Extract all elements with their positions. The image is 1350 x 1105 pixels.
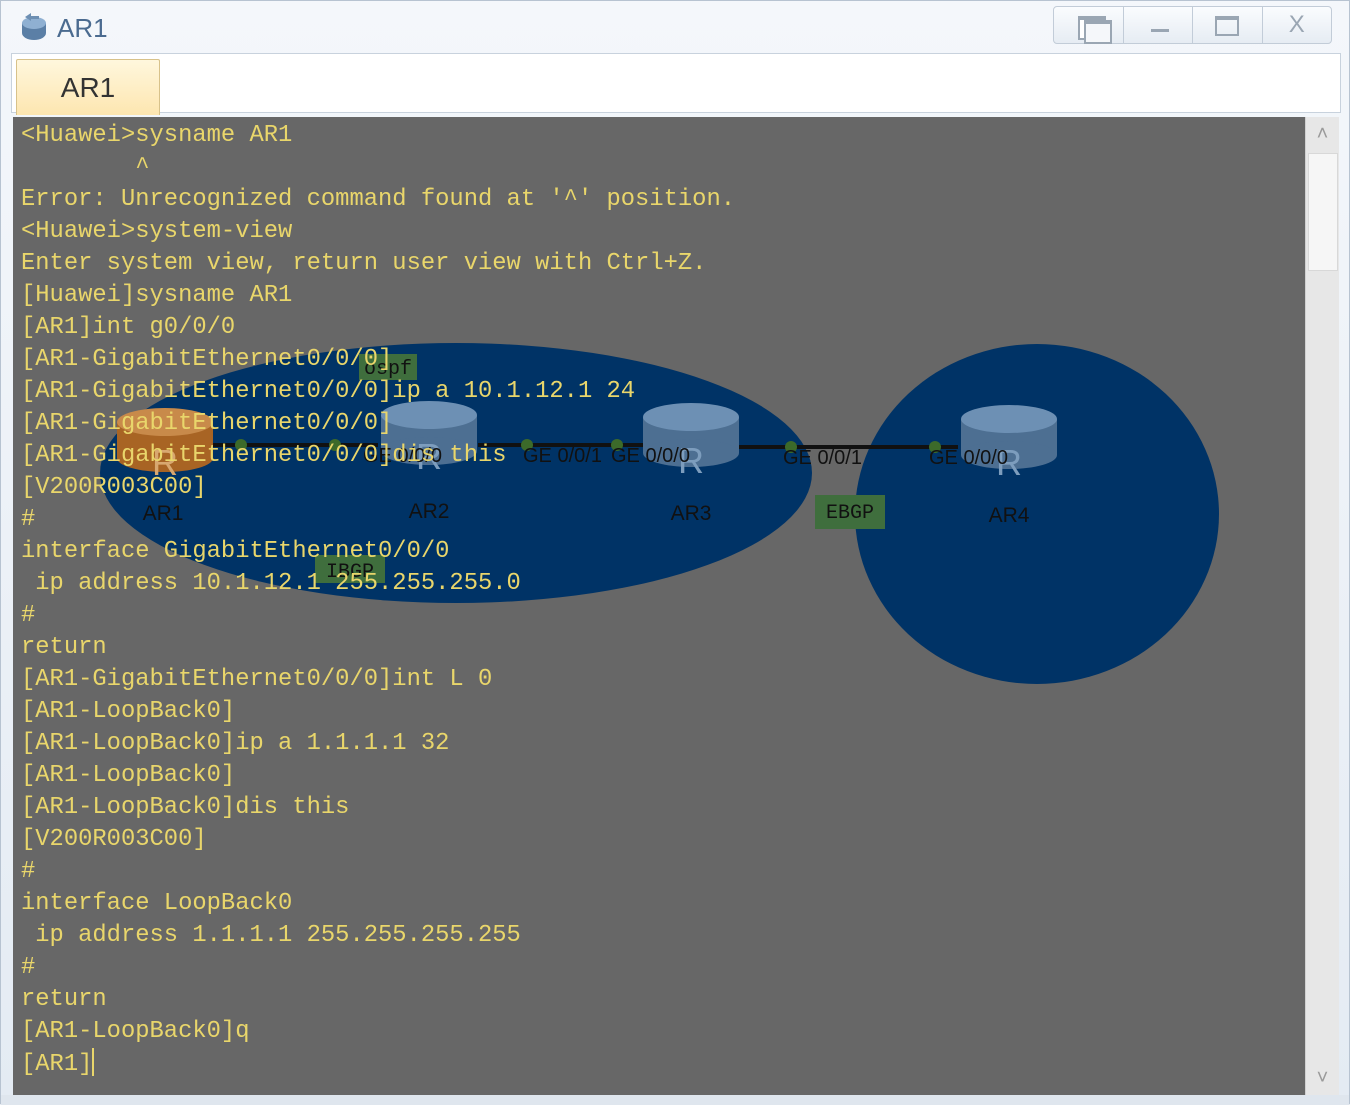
terminal-line: # [21, 954, 36, 981]
tab-label: AR1 [60, 72, 116, 103]
ospf-ibgp-area [100, 343, 812, 603]
scroll-down-icon[interactable]: ˅ [1316, 1067, 1329, 1089]
router-label: AR3 [671, 502, 712, 525]
terminal-line: # [21, 506, 36, 533]
port-dot [521, 439, 533, 451]
terminal-line: [AR1-LoopBack0]q [21, 1018, 250, 1045]
text-cursor [92, 1048, 95, 1076]
port-label: GE 0/0/0 [611, 445, 690, 467]
ebgp-as-area [855, 344, 1219, 684]
terminal-line: [AR1-GigabitEthernet0/0/0] [21, 410, 393, 437]
port-dot [329, 439, 341, 451]
maximize-button[interactable] [1193, 7, 1263, 43]
port-dot [929, 441, 941, 453]
close-button[interactable]: X [1263, 7, 1332, 43]
vertical-scrollbar[interactable]: ˄ ˅ [1305, 117, 1339, 1095]
terminal-line: # [21, 602, 36, 629]
ospf-label-box [359, 354, 417, 380]
close-icon: X [1288, 11, 1305, 38]
port-dot [235, 439, 247, 451]
port-label: GE 0/0/0 [929, 447, 1008, 469]
router-ar3-icon: R [643, 403, 739, 481]
terminal-line: interface LoopBack0 [21, 890, 293, 917]
router-ar4-icon: R [961, 405, 1057, 483]
terminal-line: ip address 10.1.12.1 255.255.255.0 [21, 570, 521, 597]
terminal-line: [AR1-LoopBack0]dis this [21, 794, 350, 821]
restore-button[interactable] [1054, 7, 1124, 44]
terminal-line: <Huawei>system-view [21, 218, 293, 245]
router-ar1-icon: R [117, 408, 213, 483]
tab-bar: AR1 [11, 53, 1341, 115]
svg-text:R: R [996, 442, 1022, 483]
ebgp-label: EBGP [826, 502, 874, 525]
maximize-icon [1215, 16, 1239, 36]
terminal-line: # [21, 858, 36, 885]
port-label: GE 0/0/1 [523, 445, 602, 467]
tab-ar1[interactable]: AR1 [16, 59, 160, 115]
restore-icon-front [1084, 20, 1112, 44]
topology-overlay: R R R R AR1 AR2 AR3 A [100, 343, 1219, 684]
scroll-thumb[interactable] [1308, 153, 1338, 271]
terminal-line: interface GigabitEthernet0/0/0 [21, 538, 450, 565]
port-label: GE 0/0/0 [363, 445, 442, 467]
title-bar[interactable]: AR1 X [1, 1, 1349, 53]
terminal-output: <Huawei>sysname AR1 ^ Error: Unrecognize… [21, 120, 735, 1081]
terminal-line: Error: Unrecognized command found at '^'… [21, 186, 736, 213]
terminal-line: [AR1-LoopBack0] [21, 762, 236, 789]
terminal-line: ^ [21, 154, 150, 181]
terminal-line: [V200R003C00] [21, 826, 207, 853]
port-dot [611, 439, 623, 451]
scroll-up-icon[interactable]: ˄ [1316, 123, 1329, 145]
port-dot [785, 441, 797, 453]
terminal-line: [AR1-LoopBack0] [21, 698, 236, 725]
terminal-line: ip address 1.1.1.1 255.255.255.255 [21, 922, 521, 949]
terminal-line: [Huawei]sysname AR1 [21, 282, 293, 309]
terminal-line: return [21, 634, 107, 661]
ibgp-label-box [315, 555, 385, 583]
router-label: AR4 [989, 504, 1030, 527]
terminal-area[interactable]: R R R R AR1 AR2 AR3 A [13, 117, 1305, 1095]
terminal-line: <Huawei>sysname AR1 [21, 122, 293, 149]
router-app-icon [22, 13, 46, 40]
svg-text:R: R [152, 442, 178, 483]
window-title: AR1 [57, 13, 108, 43]
window-controls: X [1053, 6, 1332, 44]
terminal-line: [AR1-GigabitEthernet0/0/0] [21, 346, 393, 373]
minimize-button[interactable] [1124, 7, 1193, 43]
router-ar2-icon: R [381, 401, 477, 477]
window-bottom-edge [1, 1095, 1349, 1105]
terminal-line: [AR1-GigabitEthernet0/0/0]ip a 10.1.12.1… [21, 378, 636, 405]
terminal-line: [AR1-LoopBack0]ip a 1.1.1.1 32 [21, 730, 450, 757]
terminal-line: Enter system view, return user view with… [21, 250, 707, 277]
ibgp-label: IBGP [326, 561, 374, 584]
minimize-icon [1150, 29, 1169, 32]
router-label: AR2 [409, 500, 450, 523]
router-label: AR1 [143, 502, 184, 525]
svg-text:R: R [416, 436, 442, 477]
terminal-line: [AR1-GigabitEthernet0/0/0]int L 0 [21, 666, 493, 693]
ospf-label: ospf [364, 358, 412, 381]
terminal-line: [V200R003C00] [21, 474, 207, 501]
terminal-line: [AR1] [21, 1051, 93, 1078]
terminal-line: return [21, 986, 107, 1013]
svg-text:R: R [678, 440, 704, 481]
terminal-line: [AR1]int g0/0/0 [21, 314, 236, 341]
port-label: GE 0/0/1 [783, 447, 862, 469]
terminal-line: [AR1-GigabitEthernet0/0/0]dis this [21, 442, 507, 469]
ebgp-label-box [815, 495, 885, 529]
